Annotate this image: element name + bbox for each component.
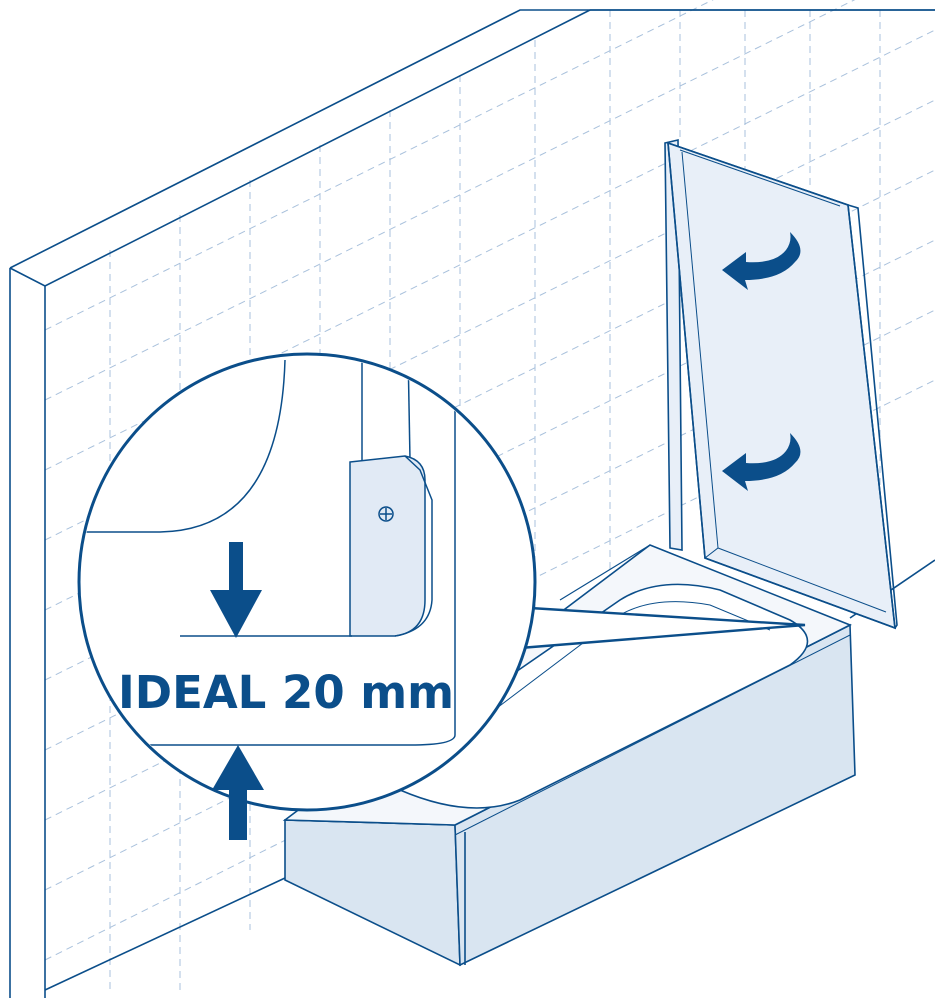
curved-arrow-icon [722,232,801,290]
profile-end-cap [349,455,426,637]
callout-leader [519,606,806,650]
straight-arrow-icon [210,542,262,638]
measurement-label: IDEAL 20 mm [118,666,454,719]
magnifier-detail: IDEAL 20 mm [77,352,537,812]
straight-arrow-icon [212,745,264,840]
glass-panel [667,141,896,630]
screw-head-icon [378,506,394,522]
curved-arrow-icon [722,433,801,491]
shower-screen [664,138,898,630]
tub-front-panel [284,819,461,967]
